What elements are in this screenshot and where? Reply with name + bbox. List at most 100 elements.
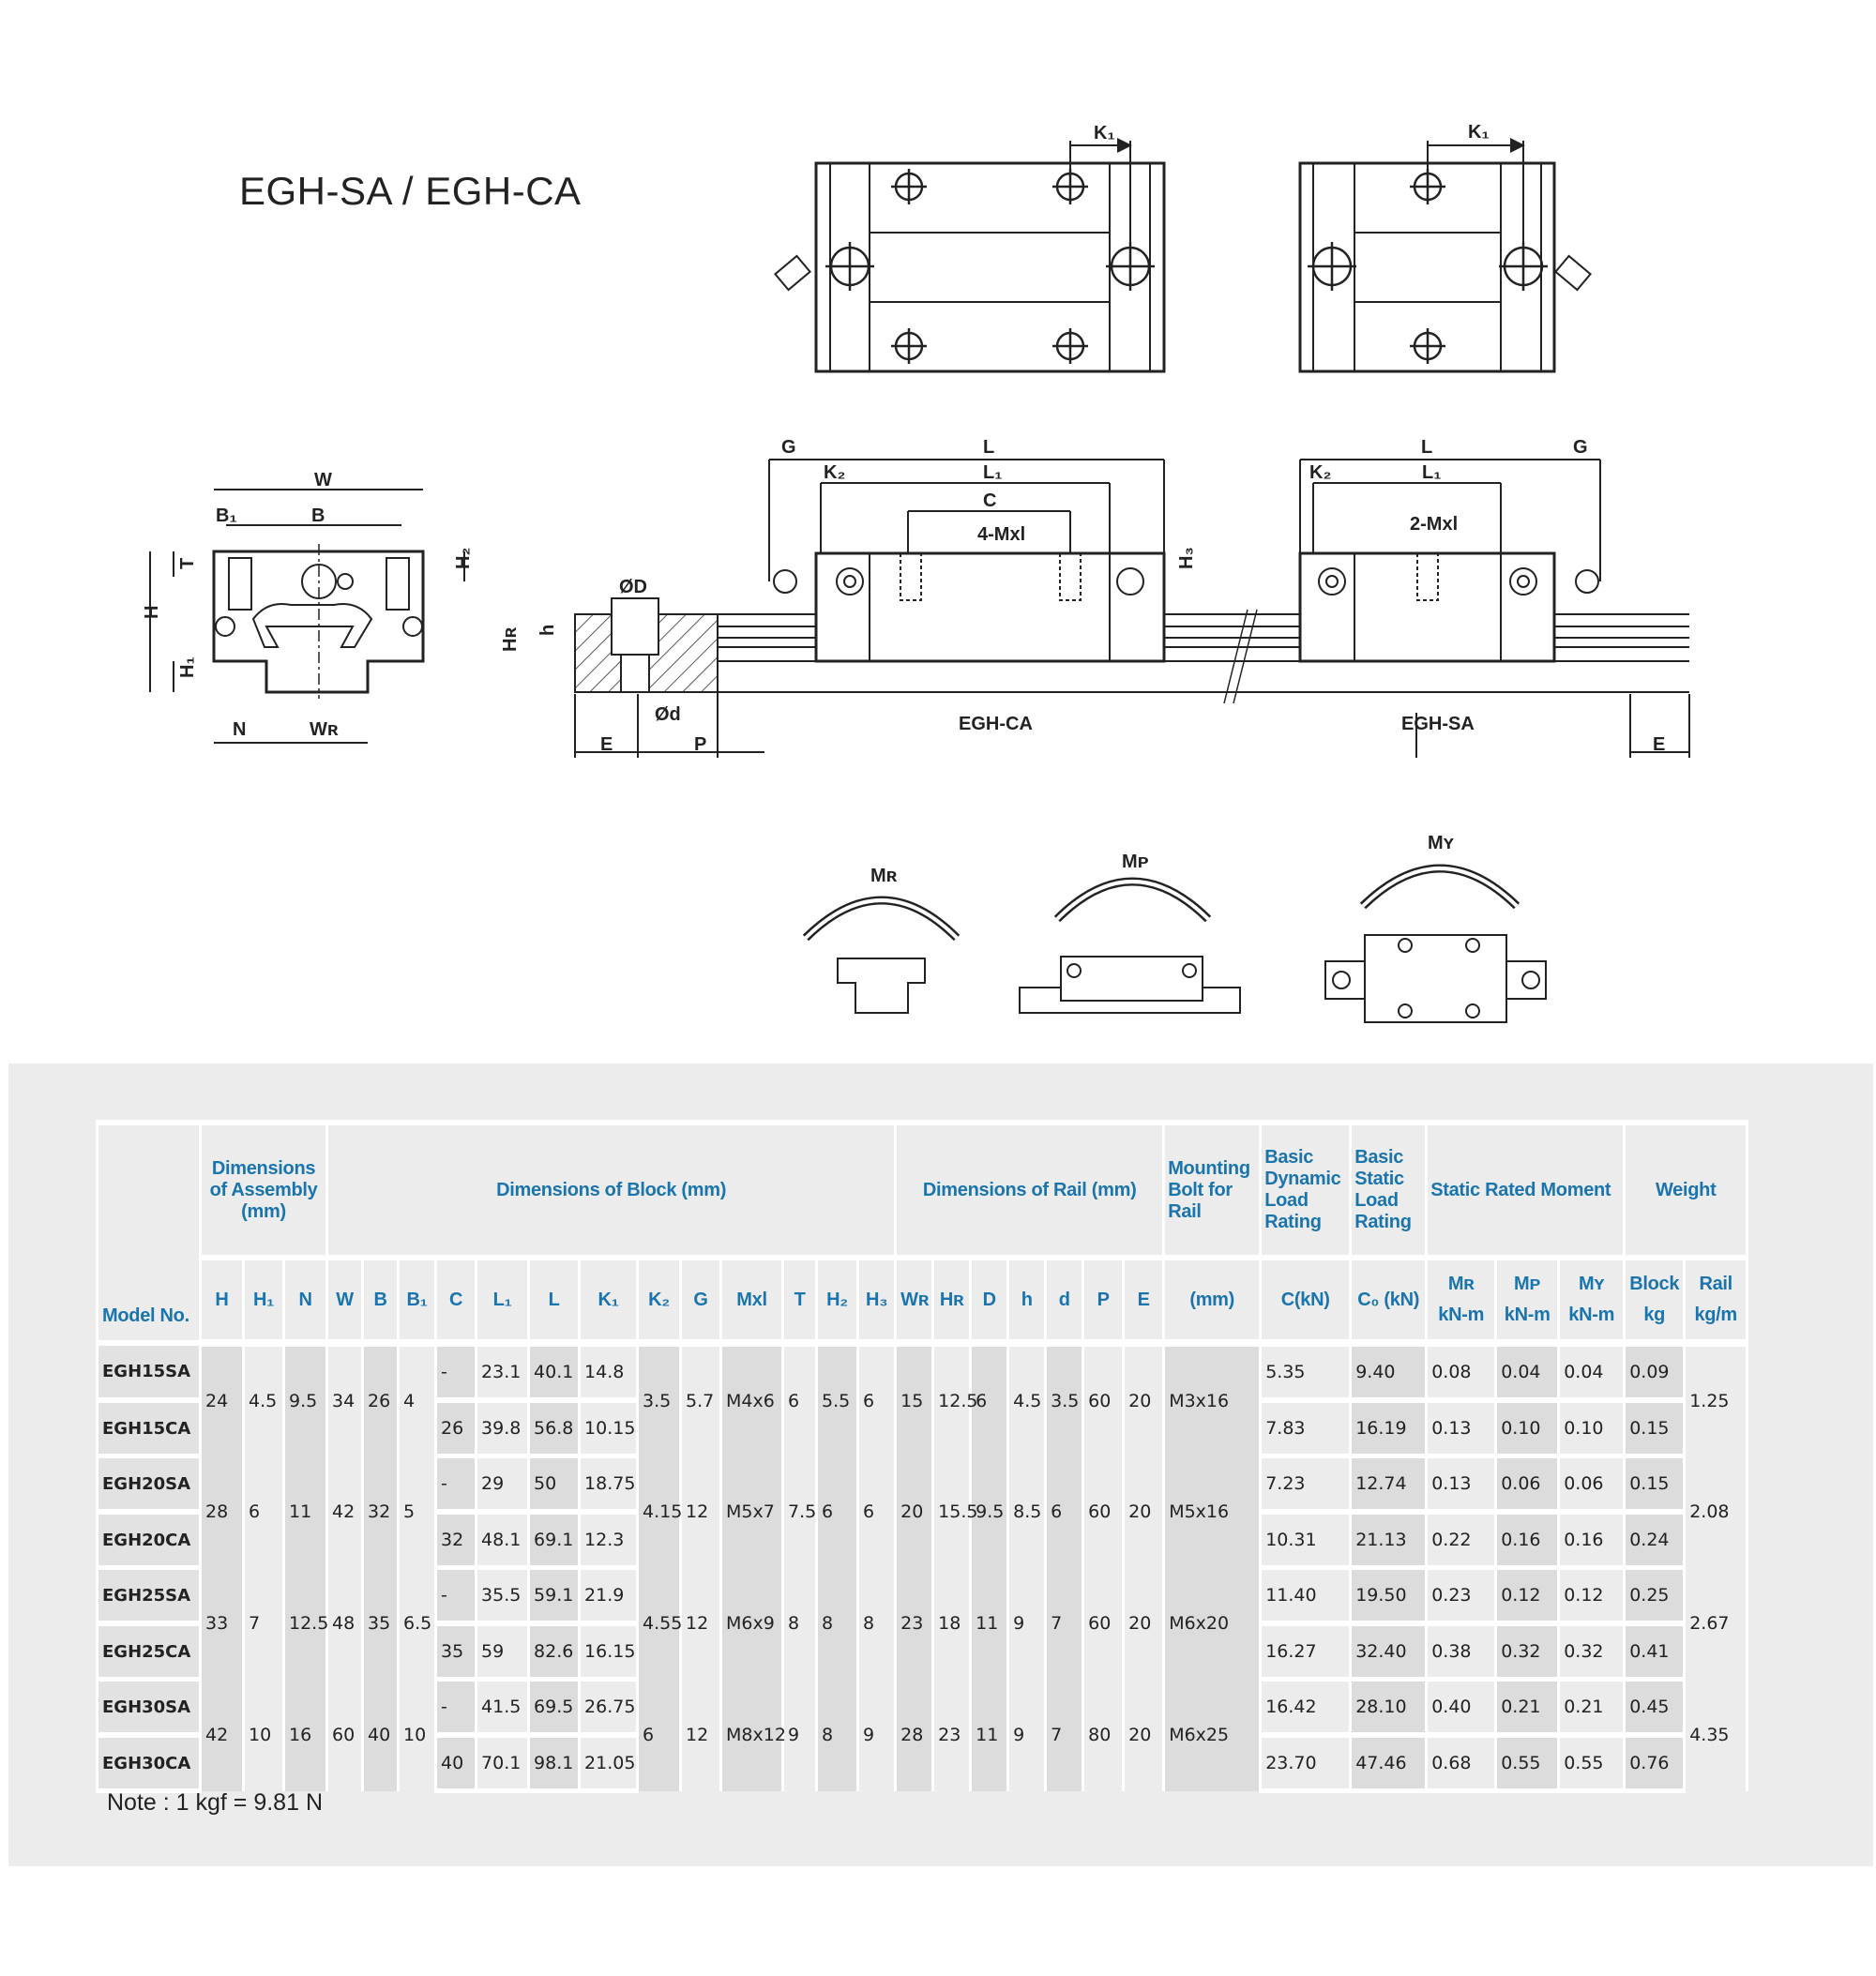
moment-mr-icon: Mʀ <box>802 866 961 1014</box>
table-cell: 23 <box>931 1679 973 1791</box>
table-cell: 82.6 <box>527 1623 582 1682</box>
dim-h3: H₃ <box>1176 547 1197 569</box>
table-cell: 2.67 <box>1683 1567 1749 1680</box>
front-view: W B₁ B T H₂ H H₁ N Wʀ <box>142 470 474 744</box>
dim-e-sa: E <box>1653 734 1665 755</box>
moment-mp-icon: Mᴘ <box>1019 852 1241 1014</box>
column-name: Block <box>1629 1274 1680 1294</box>
table-cell: 12 <box>679 1456 723 1568</box>
table-cell: 0.15 <box>1623 1400 1687 1458</box>
table-cell: 0.32 <box>1494 1623 1561 1682</box>
dim-k2-sa: K₂ <box>1309 462 1331 483</box>
column-name: Mᴘ <box>1514 1274 1541 1294</box>
column-name: Mʏ <box>1578 1274 1605 1294</box>
column-header: L₁ <box>475 1258 531 1347</box>
dim-h2: H₂ <box>453 548 474 569</box>
column-header: Mxl <box>719 1258 785 1347</box>
table-cell: 48.1 <box>475 1512 531 1570</box>
table-cell: 28.10 <box>1349 1679 1429 1738</box>
table-cell: 26 <box>361 1343 401 1456</box>
table-cell: 39.8 <box>475 1400 531 1458</box>
table-cell: 0.76 <box>1623 1735 1687 1793</box>
table-cell: 3.5 <box>1044 1343 1085 1456</box>
column-header: T <box>781 1258 819 1347</box>
table-cell: EGH15SA <box>96 1343 202 1403</box>
table-cell: 7 <box>1044 1679 1085 1791</box>
table-cell: EGH30SA <box>96 1679 202 1738</box>
table-cell: 0.13 <box>1425 1456 1498 1515</box>
dim-l1-sa: L₁ <box>1422 462 1442 483</box>
table-cell: 0.24 <box>1623 1512 1687 1570</box>
table-cell: 10.31 <box>1259 1512 1353 1570</box>
table-cell: 16.15 <box>578 1623 640 1682</box>
table-cell: 48 <box>325 1567 365 1680</box>
table-cell: 0.15 <box>1623 1456 1687 1515</box>
table-cell: 23.1 <box>475 1343 531 1403</box>
table-cell: 42 <box>199 1679 245 1791</box>
column-header: H₁ <box>242 1258 285 1347</box>
table-cell: 12 <box>679 1679 723 1791</box>
table-cell: 5.7 <box>679 1343 723 1456</box>
table-cell: 6 <box>1044 1456 1085 1568</box>
label-my: Mʏ <box>1428 833 1455 853</box>
table-cell: 56.8 <box>527 1400 582 1458</box>
table-cell: 5 <box>397 1456 438 1568</box>
table-cell: 9 <box>1006 1567 1048 1680</box>
table-cell: 2.08 <box>1683 1456 1749 1568</box>
table-cell: 6 <box>856 1456 898 1568</box>
table-cell: 15 <box>894 1343 935 1456</box>
table-cell: M8x12 <box>719 1679 786 1791</box>
table-cell: 7 <box>1044 1567 1085 1680</box>
dim-l-sa: L <box>1421 437 1432 458</box>
table-cell: 0.23 <box>1425 1567 1498 1626</box>
table-cell: 28 <box>199 1456 245 1568</box>
header-block: Dimensions of Block (mm) <box>325 1120 898 1260</box>
column-header: (mm) <box>1162 1258 1263 1347</box>
dim-h-small: h <box>537 625 558 636</box>
table-cell: 11 <box>969 1567 1010 1680</box>
dim-c: C <box>983 490 996 511</box>
table-cell: 0.55 <box>1494 1735 1561 1793</box>
table-cell: 0.45 <box>1623 1679 1687 1738</box>
dim-g: G <box>781 437 796 458</box>
top-view-sa: K₁ <box>1298 122 1592 373</box>
table-cell: 21.13 <box>1349 1512 1429 1570</box>
table-cell: 28 <box>894 1679 935 1791</box>
table-cell: 16.42 <box>1259 1679 1353 1738</box>
dim-l: L <box>983 437 994 458</box>
header-weight: Weight <box>1623 1120 1749 1260</box>
table-cell: 4.5 <box>242 1343 285 1456</box>
table-cell: 4 <box>397 1343 438 1456</box>
table-cell: 12.3 <box>578 1512 640 1570</box>
column-header: B <box>361 1258 401 1347</box>
table-cell: 80 <box>1082 1679 1126 1791</box>
column-unit: kN-m <box>1568 1305 1615 1325</box>
table-cell: - <box>434 1343 478 1403</box>
table-cell: 6 <box>969 1343 1010 1456</box>
table-cell: 23 <box>894 1567 935 1680</box>
table-cell: 8 <box>856 1567 898 1680</box>
table-cell: 0.22 <box>1425 1512 1498 1570</box>
table-cell: 10 <box>242 1679 285 1791</box>
table-cell: 24 <box>199 1343 245 1456</box>
table-cell: 6 <box>242 1456 285 1568</box>
table-cell: 11.40 <box>1259 1567 1353 1626</box>
table-cell: 16 <box>281 1679 329 1791</box>
table-cell: 32 <box>361 1456 401 1568</box>
table-cell: 0.06 <box>1494 1456 1561 1515</box>
table-cell: 0.08 <box>1425 1343 1498 1403</box>
column-header: C(kN) <box>1259 1258 1353 1347</box>
table-cell: 20 <box>1122 1679 1166 1791</box>
table-cell: 0.25 <box>1623 1567 1687 1626</box>
table-cell: 10.15 <box>578 1400 640 1458</box>
column-unit: kN-m <box>1438 1305 1485 1325</box>
table-cell: EGH20SA <box>96 1456 202 1515</box>
column-header: D <box>969 1258 1010 1347</box>
table-cell: 35 <box>434 1623 478 1682</box>
table-cell: 0.68 <box>1425 1735 1498 1793</box>
table-cell: 69.5 <box>527 1679 582 1738</box>
